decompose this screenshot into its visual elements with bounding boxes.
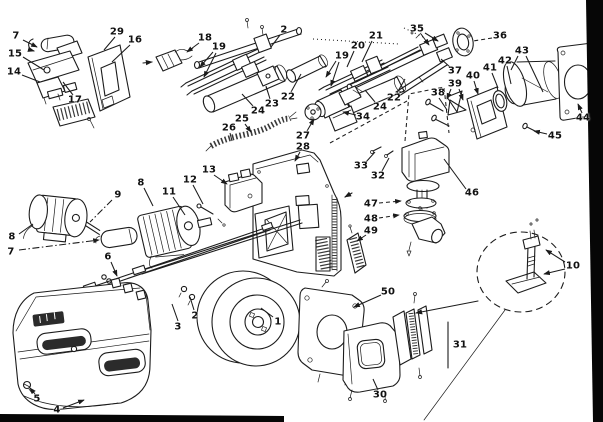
grommet-parts bbox=[101, 274, 147, 301]
part-label-16: 16 bbox=[127, 34, 143, 46]
part-label-41: 41 bbox=[482, 62, 498, 74]
part-label-34: 34 bbox=[355, 111, 371, 123]
scan-border-bottom bbox=[0, 414, 284, 422]
nozzle-holder-part bbox=[304, 85, 364, 132]
part-label-7: 7 bbox=[7, 246, 15, 258]
part-label-43: 43 bbox=[514, 45, 530, 57]
air-damper-parts bbox=[392, 292, 449, 379]
bracket-plate-part bbox=[87, 44, 131, 112]
part-label-30: 30 bbox=[372, 389, 388, 401]
ignition-transformer-part bbox=[224, 168, 263, 213]
coupling-parts bbox=[410, 27, 474, 63]
part-label-18: 18 bbox=[197, 32, 213, 44]
part-label-5: 5 bbox=[33, 393, 41, 405]
mount-bracket-part bbox=[27, 40, 83, 105]
part-label-22: 22 bbox=[280, 91, 296, 103]
part-label-11: 11 bbox=[161, 186, 177, 198]
part-label-19: 19 bbox=[211, 41, 227, 53]
blower-wheel-part bbox=[196, 270, 301, 367]
part-label-10: 10 bbox=[565, 260, 581, 272]
part-label-28: 28 bbox=[295, 141, 311, 153]
part-label-20: 20 bbox=[350, 40, 366, 52]
terminal-rail-part bbox=[52, 98, 96, 129]
flexible-cable-part bbox=[205, 111, 298, 152]
part-label-27: 27 bbox=[295, 130, 311, 142]
burner-cover-part bbox=[12, 282, 152, 411]
part-label-24: 24 bbox=[372, 101, 388, 113]
part-label-21: 21 bbox=[368, 30, 384, 42]
part-label-39: 39 bbox=[447, 78, 463, 90]
part-label-45: 45 bbox=[547, 130, 563, 142]
tube-stub-left bbox=[285, 54, 328, 83]
part-label-42: 42 bbox=[497, 55, 513, 67]
part-label-23: 23 bbox=[264, 98, 280, 110]
burner-tube-left bbox=[202, 64, 288, 113]
leader-lines bbox=[18, 32, 583, 409]
part-label-1: 1 bbox=[274, 316, 282, 328]
part-label-14: 14 bbox=[6, 66, 22, 78]
ignition-tube-top bbox=[193, 18, 303, 70]
pump-mount-bracket bbox=[404, 79, 522, 142]
detail-circle bbox=[415, 218, 566, 421]
air-filter-part bbox=[346, 224, 367, 274]
capacitor-part bbox=[95, 226, 138, 249]
part-label-26: 26 bbox=[221, 122, 237, 134]
part-label-2: 2 bbox=[191, 310, 199, 322]
solenoid-valve-part bbox=[401, 130, 450, 257]
part-label-24: 24 bbox=[250, 105, 266, 117]
part-label-9: 9 bbox=[114, 189, 122, 201]
part-label-8: 8 bbox=[8, 231, 16, 243]
part-label-25: 25 bbox=[234, 113, 250, 125]
part-label-32: 32 bbox=[370, 170, 386, 182]
part-label-44: 44 bbox=[575, 112, 591, 124]
air-intake-box-part bbox=[342, 322, 401, 403]
screw-45-part bbox=[522, 122, 538, 133]
ignition-coil-part bbox=[142, 47, 194, 72]
part-label-36: 36 bbox=[492, 30, 508, 42]
part-label-35: 35 bbox=[409, 23, 425, 35]
spare-motor-part bbox=[23, 194, 101, 243]
part-label-2: 2 bbox=[280, 24, 288, 36]
part-label-50: 50 bbox=[380, 286, 396, 298]
part-label-12: 12 bbox=[182, 174, 198, 186]
part-label-3: 3 bbox=[174, 321, 182, 333]
part-label-48: 48 bbox=[363, 213, 379, 225]
part-label-49: 49 bbox=[363, 225, 379, 237]
panel-screws bbox=[344, 146, 394, 198]
part-label-13: 13 bbox=[201, 164, 217, 176]
part-label-46: 46 bbox=[464, 187, 480, 199]
part-label-40: 40 bbox=[465, 70, 481, 82]
blower-motor-part bbox=[137, 205, 213, 269]
part-label-38: 38 bbox=[430, 87, 446, 99]
washer-screw-parts bbox=[178, 285, 196, 306]
pump-shaft-part bbox=[395, 60, 448, 97]
part-label-31: 31 bbox=[452, 339, 468, 351]
part-label-15: 15 bbox=[7, 48, 23, 60]
flame-tube-part bbox=[502, 60, 563, 107]
part-label-29: 29 bbox=[109, 26, 125, 38]
part-label-37: 37 bbox=[447, 65, 463, 77]
part-label-33: 33 bbox=[353, 160, 369, 172]
part-label-7: 7 bbox=[12, 30, 20, 42]
part-label-47: 47 bbox=[363, 198, 379, 210]
electrode-rods-left bbox=[180, 48, 267, 96]
part-label-22: 22 bbox=[386, 92, 402, 104]
part-label-6: 6 bbox=[104, 251, 112, 263]
part-label-4: 4 bbox=[53, 404, 61, 416]
part-label-19: 19 bbox=[334, 50, 350, 62]
part-label-17: 17 bbox=[67, 94, 83, 106]
part-label-8: 8 bbox=[137, 177, 145, 189]
scan-border-right bbox=[586, 0, 603, 422]
